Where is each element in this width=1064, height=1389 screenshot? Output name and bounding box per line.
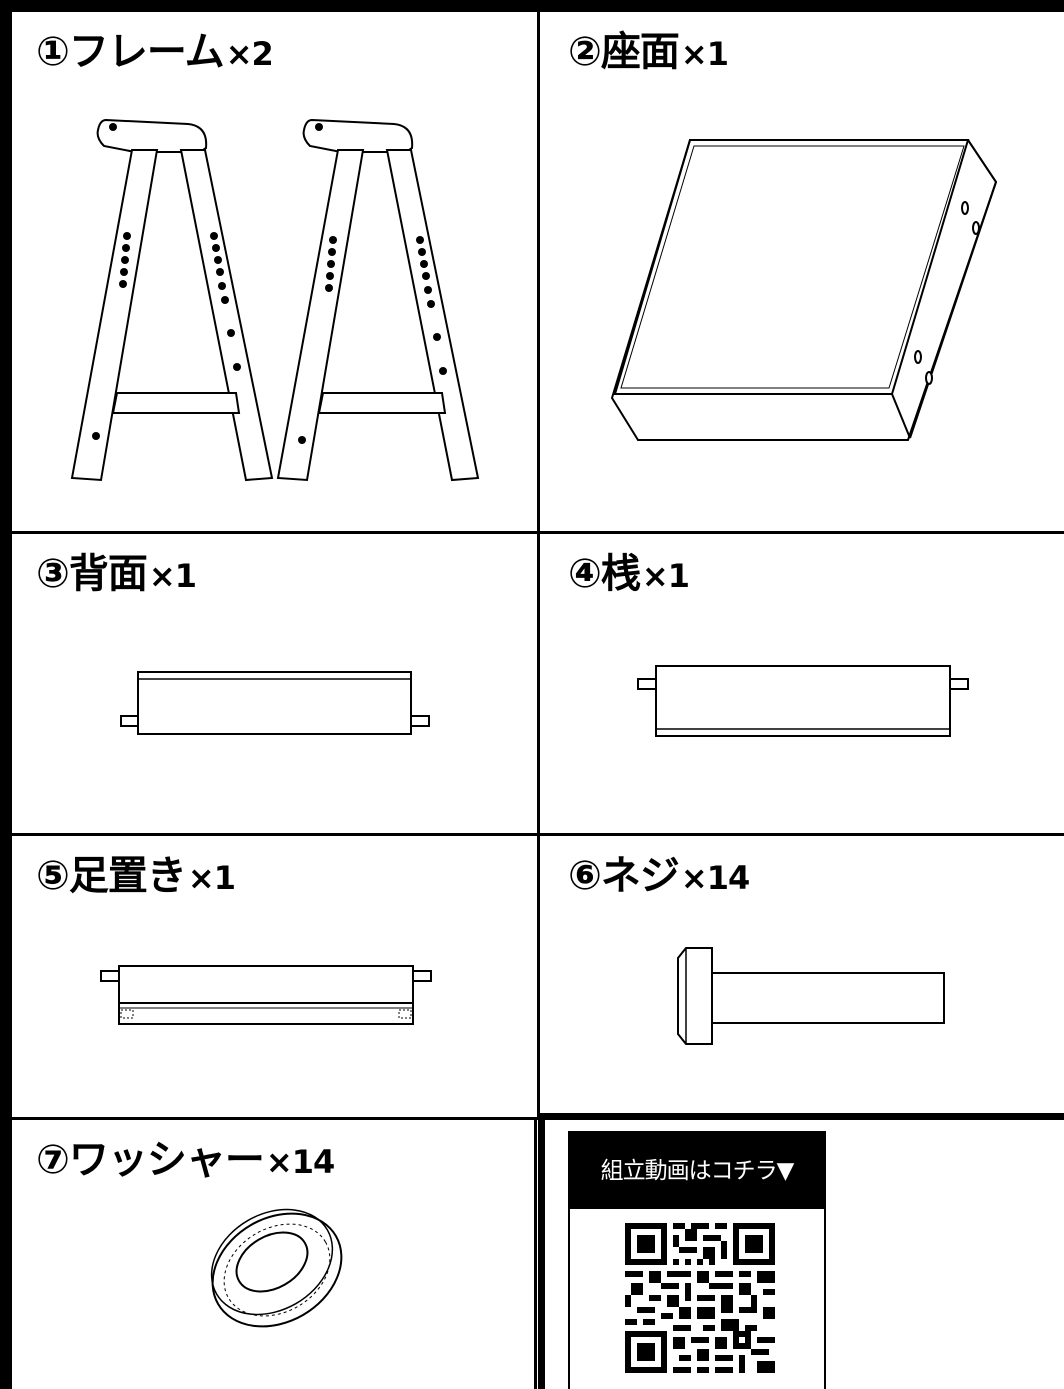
- frame-pair-icon: [70, 118, 480, 482]
- part-label-frame: ①フレーム×2: [36, 29, 274, 75]
- part-label-seat: ②座面×1: [568, 29, 729, 75]
- part-name: 桟: [600, 551, 641, 597]
- assembly-video-label: 組立動画はコチラ▼: [570, 1133, 824, 1209]
- part-label-back: ③背面×1: [36, 551, 197, 597]
- part-number: ①: [36, 29, 70, 75]
- part-number: ⑤: [36, 853, 70, 899]
- grid-divider-vertical: [537, 12, 540, 1117]
- part-name: ネジ: [600, 853, 680, 899]
- grid-divider-row3-left: [12, 1117, 538, 1120]
- part-number: ⑦: [36, 1137, 70, 1183]
- part-quantity: ×14: [680, 859, 750, 897]
- part-number: ④: [568, 551, 602, 597]
- part-number: ②: [568, 29, 602, 75]
- part-cell-seat: ②座面×1: [540, 12, 1064, 531]
- part-name: ワッシャー: [68, 1137, 265, 1183]
- grid-divider-row2: [12, 833, 1064, 836]
- grid-divider-row3-right: [538, 1113, 1064, 1120]
- washer-icon: [210, 1208, 343, 1328]
- part-quantity: ×1: [680, 35, 729, 73]
- part-cell-footrest: ⑤足置き×1: [12, 836, 537, 1117]
- part-quantity: ×1: [641, 557, 690, 595]
- seat-board-icon: [610, 139, 998, 441]
- part-name: 背面: [68, 551, 148, 597]
- part-name: フレーム: [68, 29, 225, 75]
- footrest-bar-icon: [100, 965, 432, 1025]
- part-cell-rail: ④桟×1: [540, 534, 1064, 833]
- assembly-video-panel[interactable]: 組立動画はコチラ▼: [568, 1131, 826, 1389]
- part-cell-screw: ⑥ネジ×14: [540, 836, 1064, 1113]
- part-number: ③: [36, 551, 70, 597]
- rail-bar-icon: [637, 665, 969, 737]
- part-quantity: ×14: [265, 1143, 335, 1181]
- back-board-icon: [120, 671, 430, 735]
- part-label-washer: ⑦ワッシャー×14: [36, 1137, 335, 1183]
- part-label-screw: ⑥ネジ×14: [568, 853, 750, 899]
- part-name: 座面: [600, 29, 680, 75]
- sheet-top-border: [0, 0, 1064, 12]
- screw-icon: [677, 947, 945, 1045]
- sheet-left-border: [0, 0, 12, 1389]
- part-label-footrest: ⑤足置き×1: [36, 853, 236, 899]
- part-cell-washer: ⑦ワッシャー×14: [12, 1120, 534, 1389]
- part-name: 足置き: [68, 853, 187, 899]
- part-quantity: ×1: [187, 859, 236, 897]
- part-cell-back: ③背面×1: [12, 534, 537, 833]
- qr-panel-border-left: [538, 1113, 545, 1389]
- grid-divider-vertical-bottom: [534, 1117, 537, 1389]
- part-label-rail: ④桟×1: [568, 551, 690, 597]
- part-number: ⑥: [568, 853, 602, 899]
- part-quantity: ×2: [225, 35, 274, 73]
- part-quantity: ×1: [148, 557, 197, 595]
- part-cell-frame: ①フレーム×2: [12, 12, 537, 531]
- grid-divider-row1: [12, 531, 1064, 534]
- qr-code-icon[interactable]: [625, 1223, 775, 1373]
